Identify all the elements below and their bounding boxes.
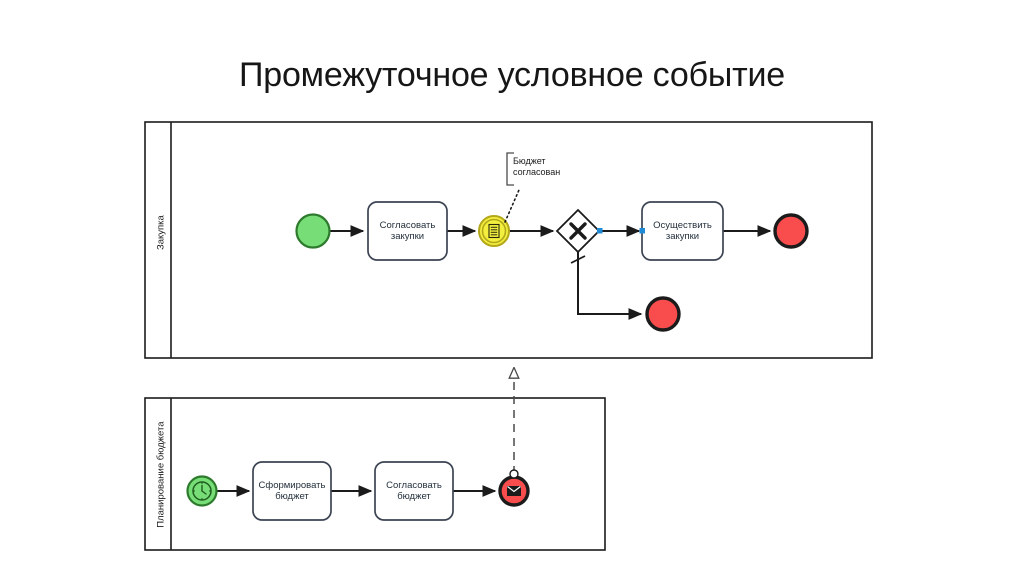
task-execute-purchases[interactable]	[639, 201, 724, 261]
condition-list-icon	[488, 223, 500, 239]
message-end-event[interactable]	[498, 469, 530, 507]
default-flow-slash-icon	[570, 255, 586, 264]
text-annotation-budget-approved	[504, 152, 520, 223]
pool-procurement	[144, 121, 873, 359]
flow-gateway-default-to-end	[577, 252, 643, 320]
envelope-icon	[507, 486, 521, 496]
exclusive-gateway[interactable]	[555, 208, 603, 254]
clock-icon	[192, 481, 212, 501]
conditional-intermediate-event[interactable]	[478, 215, 510, 247]
end-event-default[interactable]	[645, 296, 681, 332]
gateway-connection-dot	[597, 228, 603, 234]
start-event-procurement[interactable]	[295, 213, 331, 249]
end-event-success[interactable]	[773, 213, 809, 249]
gateway-x-icon	[569, 222, 587, 240]
task-approve-purchases[interactable]	[367, 201, 448, 261]
task-connection-dot	[639, 228, 645, 234]
page-title: Промежуточное условное событие	[239, 56, 785, 94]
task-approve-budget[interactable]	[374, 461, 454, 521]
task-form-budget[interactable]	[252, 461, 332, 521]
timer-start-event[interactable]	[186, 475, 218, 507]
association-dotted-line	[504, 189, 520, 223]
sequence-flows-procurement	[330, 225, 772, 320]
message-flow-connector-dot	[509, 469, 519, 479]
